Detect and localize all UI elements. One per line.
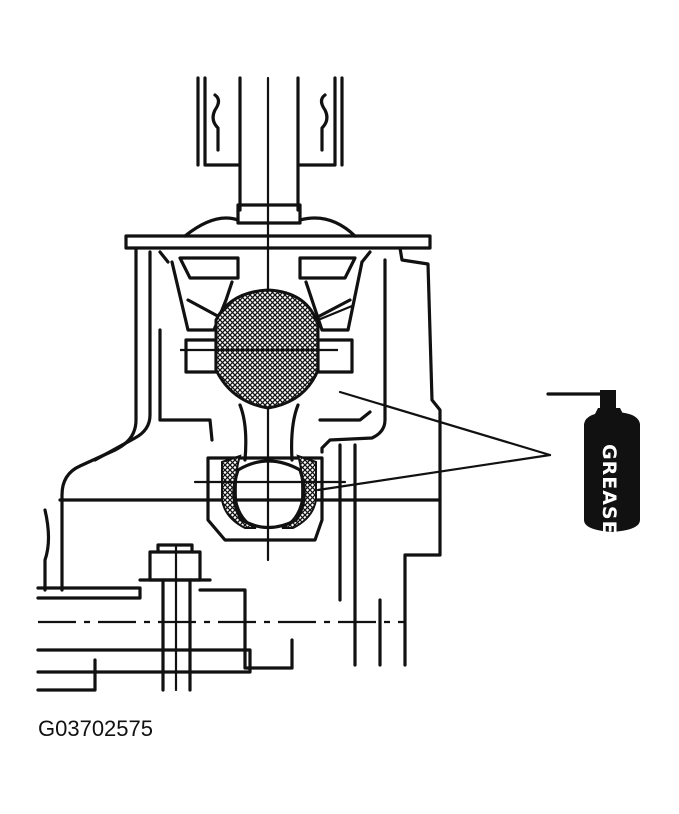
bearing-seat-right [298, 256, 364, 332]
lower-ball-socket [193, 454, 347, 542]
upper-dust-boot [196, 76, 344, 167]
steering-knuckle-housing [36, 246, 442, 692]
upper-ball-joint [214, 288, 322, 410]
grease-can-icon: GREASE [546, 390, 640, 535]
grease-can-label: GREASE [598, 444, 620, 535]
bushing-right [316, 338, 354, 374]
grease-leader-lines [316, 304, 552, 492]
ball-stud-neck [238, 403, 300, 462]
figure-id-label: G03702575 [38, 716, 153, 741]
bushing-left [184, 338, 218, 374]
mounting-bolt [138, 543, 212, 692]
housing-cap [124, 216, 432, 264]
